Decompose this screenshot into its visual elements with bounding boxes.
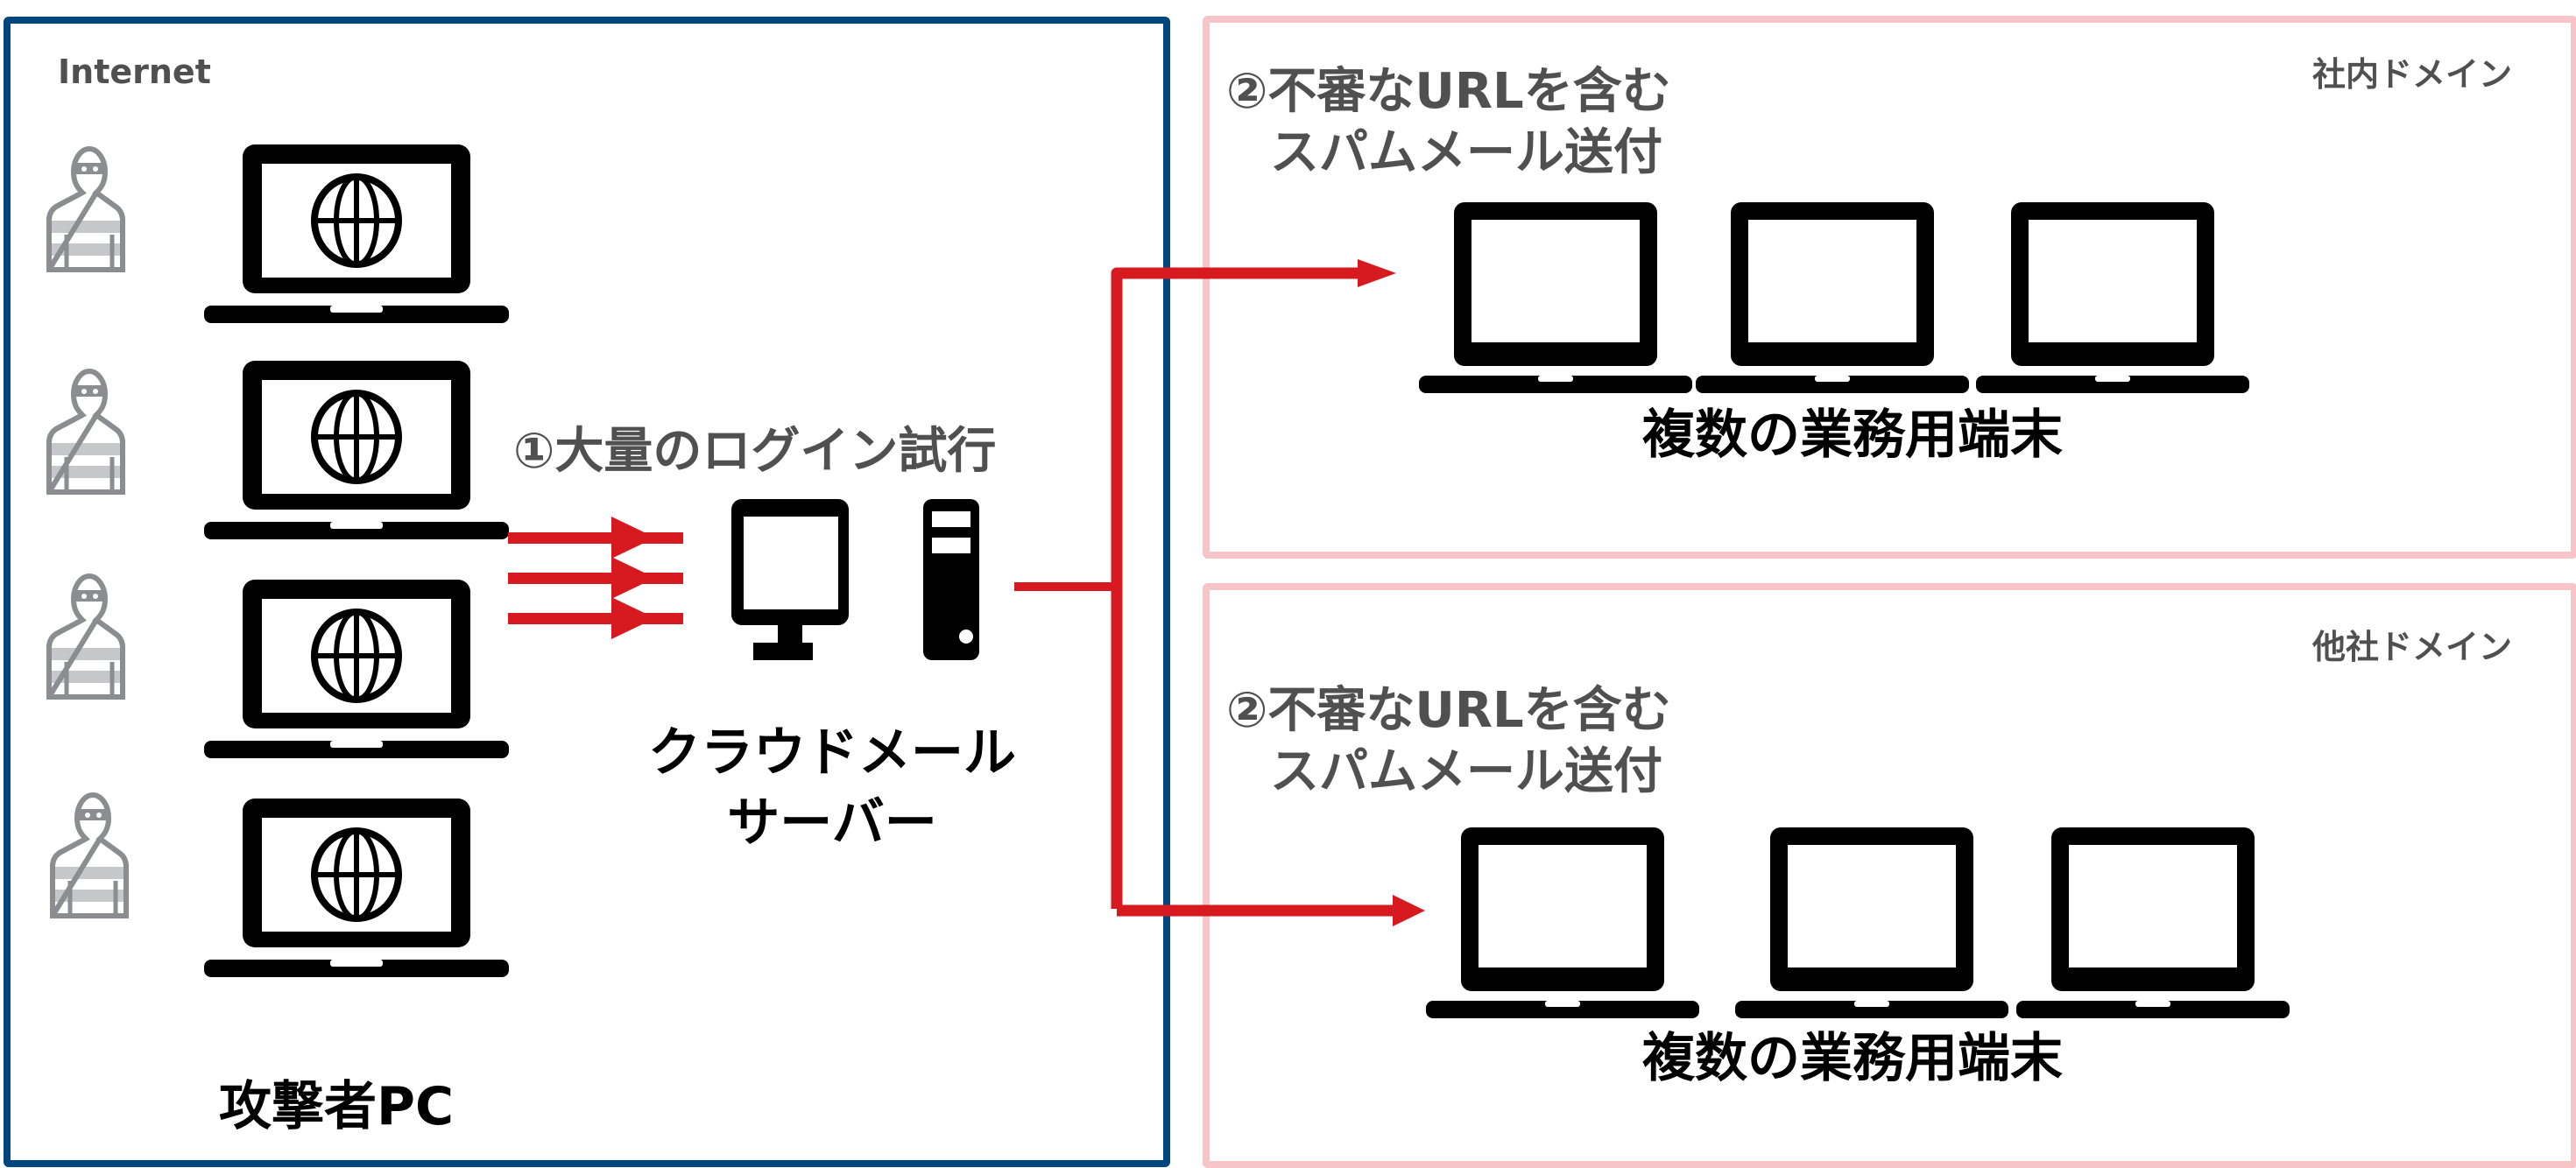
attacker-row	[49, 576, 509, 758]
attackers-label: 攻撃者PC	[219, 1076, 455, 1137]
attacker-icon	[49, 576, 123, 697]
server-label: クラウドメール サーバー	[648, 718, 1016, 858]
laptop-globe-icon	[204, 799, 509, 977]
step1-label: ①大量のログイン試行	[513, 423, 997, 480]
step2-line1: ②不審なURLを含む	[1226, 63, 1671, 120]
arrow-head-external	[1393, 895, 1425, 926]
external-step2-label: ②不審なURLを含む スパムメール送付	[1226, 680, 1671, 803]
laptop-globe-icon	[204, 144, 509, 323]
attacker-icon	[49, 149, 123, 270]
attacker-row	[49, 361, 509, 539]
step2-line1: ②不審なURLを含む	[1226, 682, 1671, 739]
server-label-line2: サーバー	[727, 792, 937, 854]
internet-zone	[4, 17, 1170, 1167]
attacker-row	[53, 795, 509, 977]
internet-label: Internet	[58, 53, 211, 91]
external-domain-zone	[1203, 583, 2576, 1168]
internal-devices-label: 複数の業務用端末	[1642, 405, 2063, 466]
laptop-globe-icon	[204, 361, 509, 539]
arrow-shaft	[508, 532, 683, 544]
internal-domain-title: 社内ドメイン	[2312, 55, 2513, 94]
external-domain-title: 他社ドメイン	[2312, 628, 2513, 666]
arrow-shaft	[508, 573, 683, 584]
arrow-head-internal	[1358, 259, 1396, 287]
device-laptop-icon	[1735, 827, 2008, 1018]
device-laptop-icon	[2016, 827, 2290, 1018]
arrow-head	[611, 557, 655, 599]
login-attempt-arrows	[508, 517, 683, 639]
attacker-row	[49, 144, 509, 323]
internal-step2-label: ②不審なURLを含む スパムメール送付	[1226, 61, 1671, 184]
device-laptop-icon	[1419, 202, 1692, 393]
arrow-head	[611, 597, 655, 639]
internal-domain-zone	[1203, 16, 2576, 559]
spam-distribution-lines	[1014, 267, 1358, 909]
arrow-head	[611, 517, 655, 559]
server-icon	[731, 499, 979, 660]
device-laptop-icon	[1976, 202, 2249, 393]
server-label-line1: クラウドメール	[648, 722, 1016, 784]
attacker-icon	[49, 371, 123, 492]
attacker-icon	[53, 795, 126, 916]
external-devices-label: 複数の業務用端末	[1642, 1028, 2063, 1089]
device-laptop-icon	[1426, 827, 1699, 1018]
step2-line2: スパムメール送付	[1270, 124, 1662, 181]
laptop-globe-icon	[204, 580, 509, 758]
device-laptop-icon	[1696, 202, 1969, 393]
step2-line2: スパムメール送付	[1270, 743, 1662, 800]
arrow-shaft	[508, 613, 683, 624]
